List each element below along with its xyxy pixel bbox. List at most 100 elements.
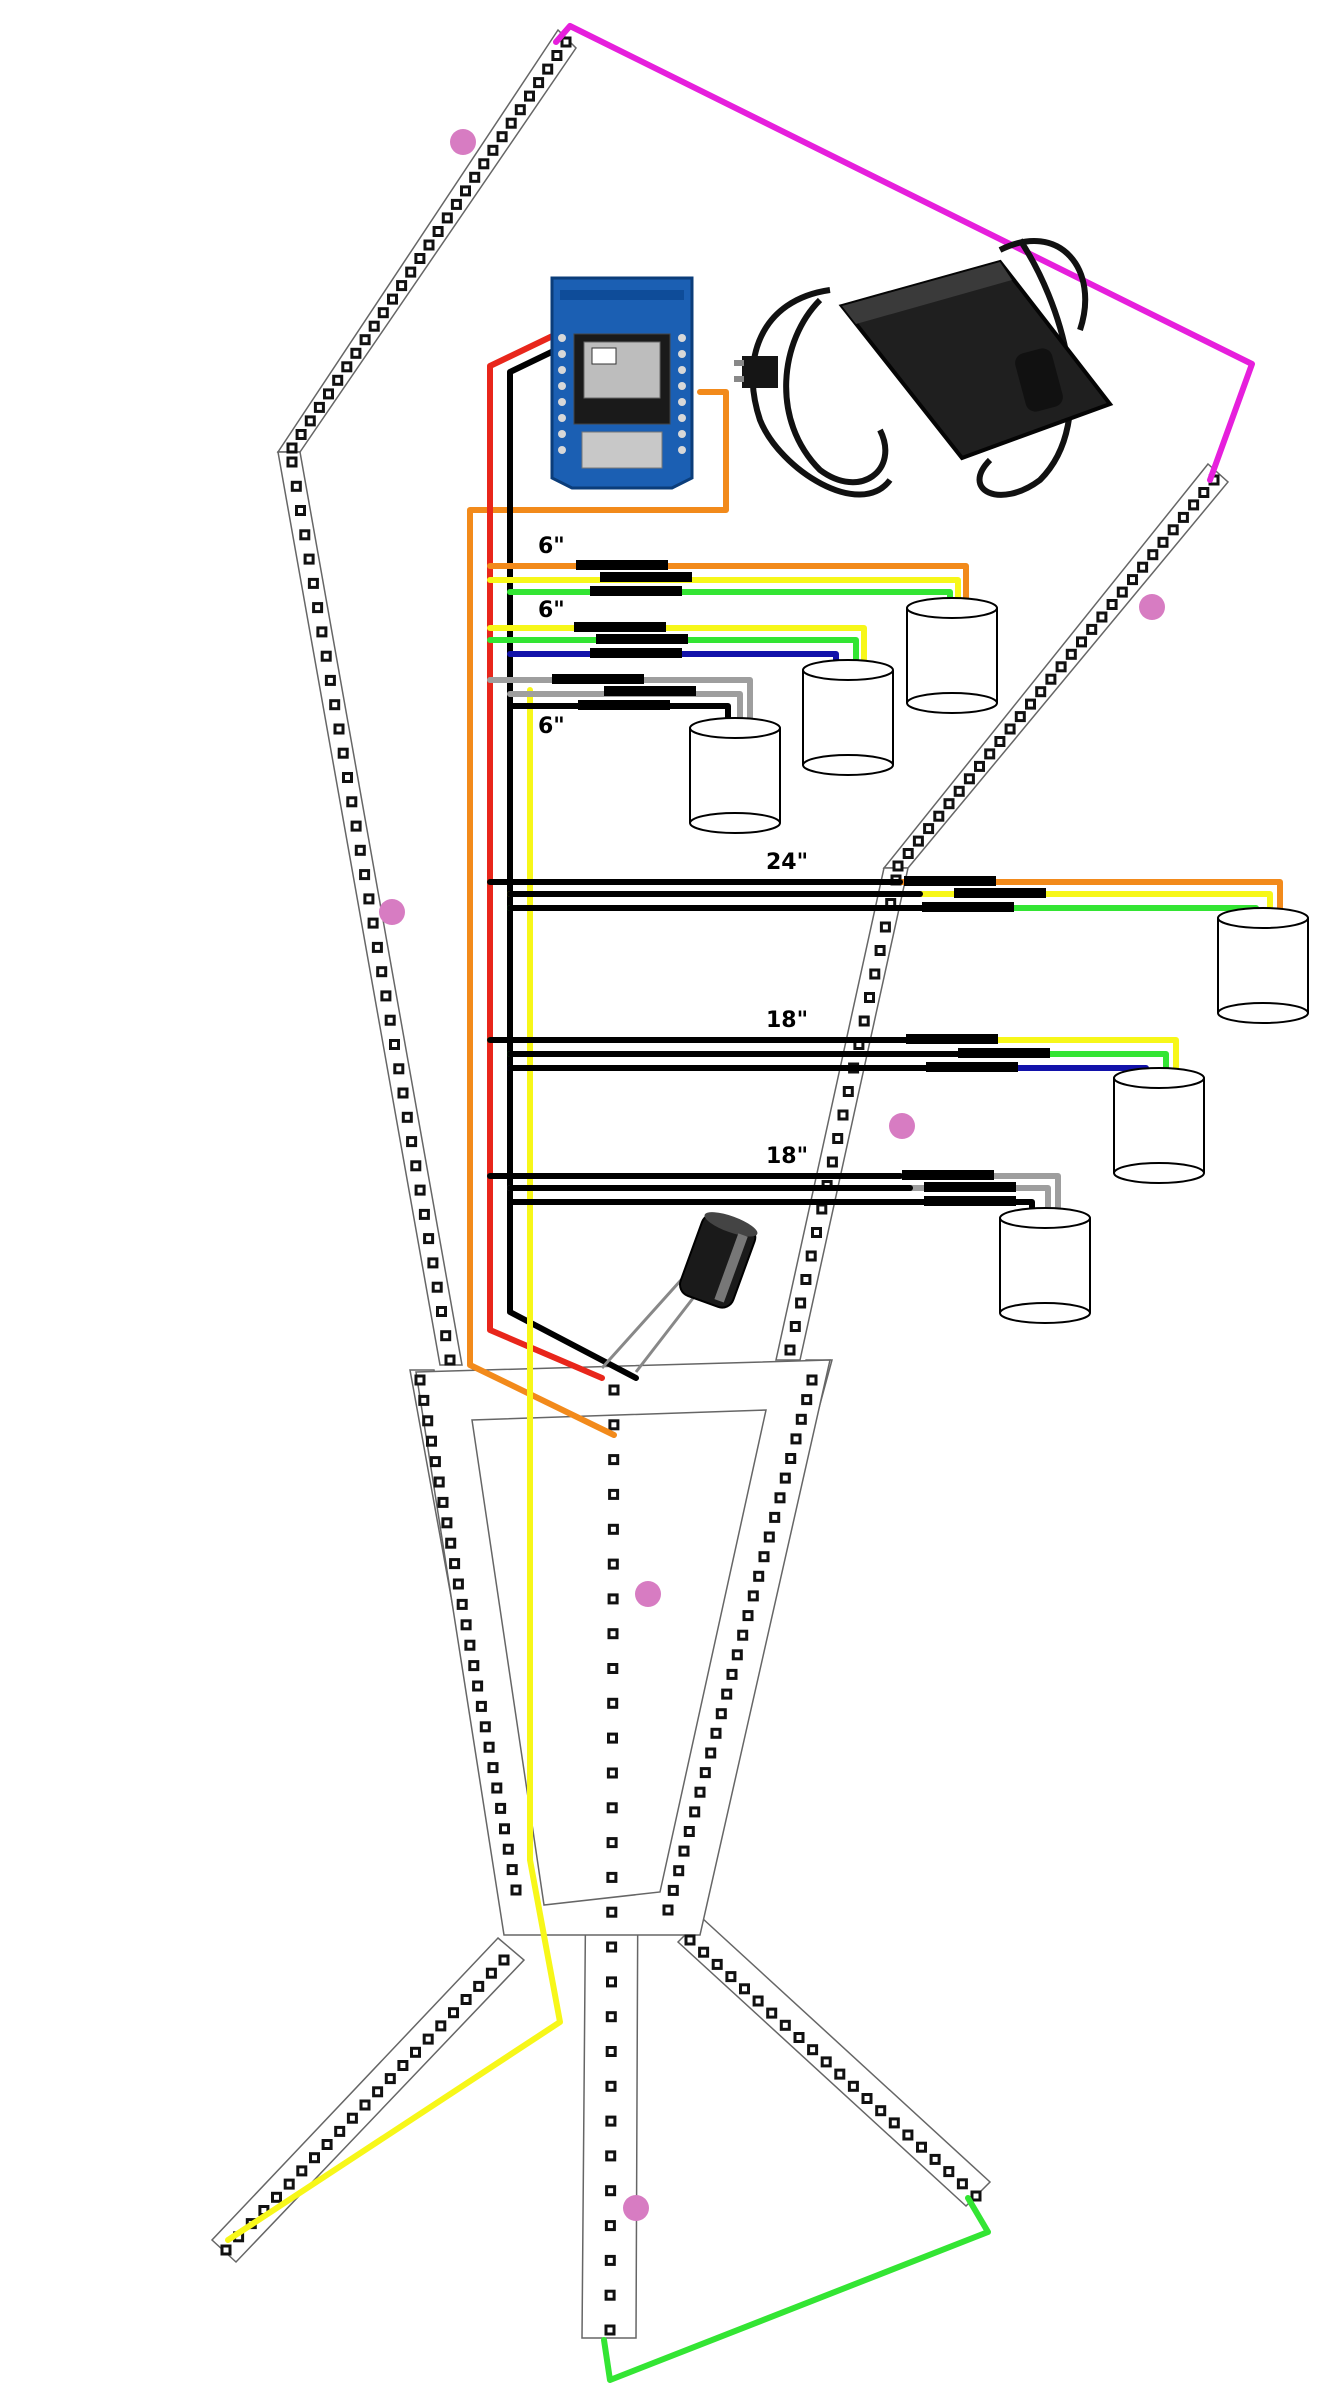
led-pixel: [377, 307, 389, 319]
led-pixel: [1116, 586, 1128, 598]
led-pixel: [1127, 574, 1138, 586]
led-pixel: [608, 1384, 620, 1396]
green-wire: [601, 2195, 991, 2383]
led-pixel: [271, 2191, 282, 2203]
led-pixel: [296, 2165, 308, 2177]
led-pixel: [422, 2033, 434, 2045]
led-pixel: [923, 823, 935, 835]
led-pixel: [784, 1344, 796, 1356]
led-pixel: [607, 1593, 619, 1605]
led-pixel: [963, 773, 975, 785]
led-pixel: [826, 1156, 838, 1168]
led-pixel: [607, 1663, 619, 1674]
red-power-wire: [487, 327, 605, 1381]
led-pixel: [800, 1274, 812, 1285]
led-pixel: [1177, 511, 1189, 523]
led-pixel: [333, 723, 345, 735]
led-pixel: [606, 1837, 618, 1849]
led-pixel: [683, 1826, 695, 1837]
led-pixel: [1065, 648, 1077, 660]
led-pixel: [220, 2244, 232, 2256]
strip-marker: [623, 2195, 649, 2221]
led-pixel: [608, 1488, 620, 1500]
led-pixel: [698, 1946, 710, 1958]
led-pixel: [1198, 487, 1210, 498]
led-pixel: [450, 198, 462, 210]
led-pixel: [441, 1517, 453, 1529]
led-pixel: [606, 1976, 617, 1988]
led-pixel: [431, 1281, 443, 1293]
led-pixel: [1035, 686, 1047, 698]
led-pixel: [662, 1904, 674, 1916]
led-pixel: [689, 1806, 701, 1818]
strip-marker: [379, 899, 405, 925]
base-frame-inner: [471, 1409, 767, 1906]
led-pixel: [742, 1610, 754, 1622]
led-pixel: [705, 1747, 717, 1759]
led-pixel: [879, 921, 891, 933]
led-pixel: [747, 1590, 759, 1602]
led-pixel: [427, 1257, 439, 1269]
led-pixel: [524, 90, 535, 102]
led-pixel: [418, 1394, 430, 1406]
led-pixel: [312, 602, 324, 614]
led-pixel: [363, 893, 375, 905]
cylinder-light-icon: [802, 659, 894, 776]
led-pixel: [437, 1496, 449, 1508]
ac-power-adapter-icon: [734, 238, 1114, 498]
led-pixel: [785, 1453, 797, 1464]
led-pixel: [916, 2141, 927, 2153]
led-pixel: [605, 2046, 617, 2057]
pink-markers: [379, 129, 1165, 2221]
led-pixel: [423, 1233, 435, 1245]
led-pixel: [414, 1374, 426, 1386]
led-pixel: [496, 131, 508, 143]
wemos-d1-mini-board-icon: [550, 276, 694, 490]
led-pixel: [912, 835, 924, 847]
led-pixel: [452, 1578, 464, 1590]
led-pixel: [667, 1884, 679, 1896]
led-pixel: [502, 1843, 514, 1855]
led-pixel: [286, 456, 298, 468]
led-pixel: [313, 401, 325, 413]
led-pixel: [371, 941, 383, 953]
led-pixel: [678, 1845, 690, 1857]
led-pixel: [341, 361, 353, 373]
led-pixel: [994, 736, 1006, 747]
led-pixel: [359, 2099, 371, 2111]
led-pixel: [487, 1762, 499, 1774]
led-pixel: [847, 2080, 859, 2092]
led-pixel: [469, 171, 481, 183]
led-pixel: [606, 1767, 618, 1779]
led-pixel: [984, 748, 996, 760]
led-pixel: [304, 415, 316, 427]
led-pixel: [604, 2289, 616, 2301]
led-pixel: [510, 1884, 522, 1896]
led-pixel: [372, 2086, 384, 2098]
led-pixel: [607, 1697, 619, 1709]
led-pixel: [387, 293, 398, 305]
led-pixel: [303, 553, 315, 565]
led-pixel: [970, 2190, 982, 2202]
magenta-wire: [553, 23, 1255, 483]
led-pixel: [422, 1415, 434, 1427]
led-pixel: [888, 2117, 900, 2129]
led-pixel: [499, 1823, 510, 1835]
led-pixel: [283, 2178, 295, 2190]
led-pixel: [710, 1727, 722, 1739]
led-pixel: [460, 1994, 472, 2005]
led-pixel: [605, 2150, 617, 2162]
led-pixel: [1157, 536, 1169, 548]
led-pixel: [393, 1063, 405, 1075]
led-pixel: [763, 1531, 775, 1543]
led-pixel: [1096, 611, 1108, 623]
led-pixel: [337, 747, 349, 759]
led-pixel: [551, 50, 563, 61]
cylinder-light-icon: [906, 597, 998, 714]
led-pixel: [368, 320, 380, 332]
led-pixel: [473, 1980, 485, 1992]
led-pixel: [384, 2073, 396, 2085]
led-pixel: [774, 1492, 786, 1504]
wire-length-label: 24": [766, 850, 808, 875]
